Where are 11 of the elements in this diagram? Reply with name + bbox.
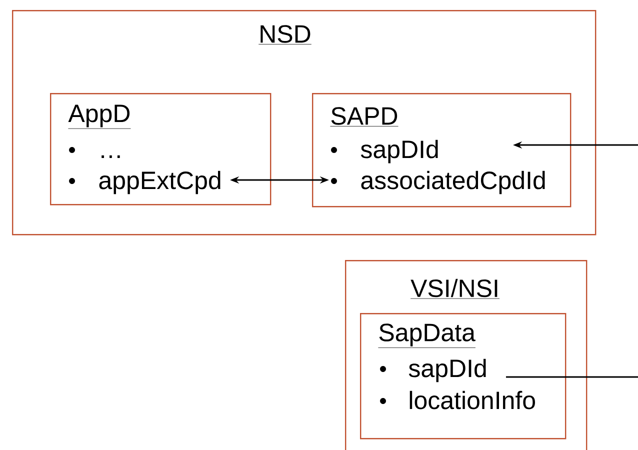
- box-title: AppD: [68, 104, 131, 129]
- box-title: NSD: [258, 25, 312, 44]
- list-item: locationInfo: [410, 390, 535, 410]
- list-item: sapDId: [408, 358, 486, 382]
- list-item: sapDId: [360, 140, 438, 164]
- list-item: associatedCpdId: [361, 170, 545, 194]
- list-item: appExtCpd: [99, 170, 220, 194]
- box-title: SapData: [378, 324, 476, 348]
- box-title: VSI/NSI: [410, 278, 500, 299]
- list-item: …: [102, 155, 120, 158]
- box-title: SAPD: [330, 107, 398, 126]
